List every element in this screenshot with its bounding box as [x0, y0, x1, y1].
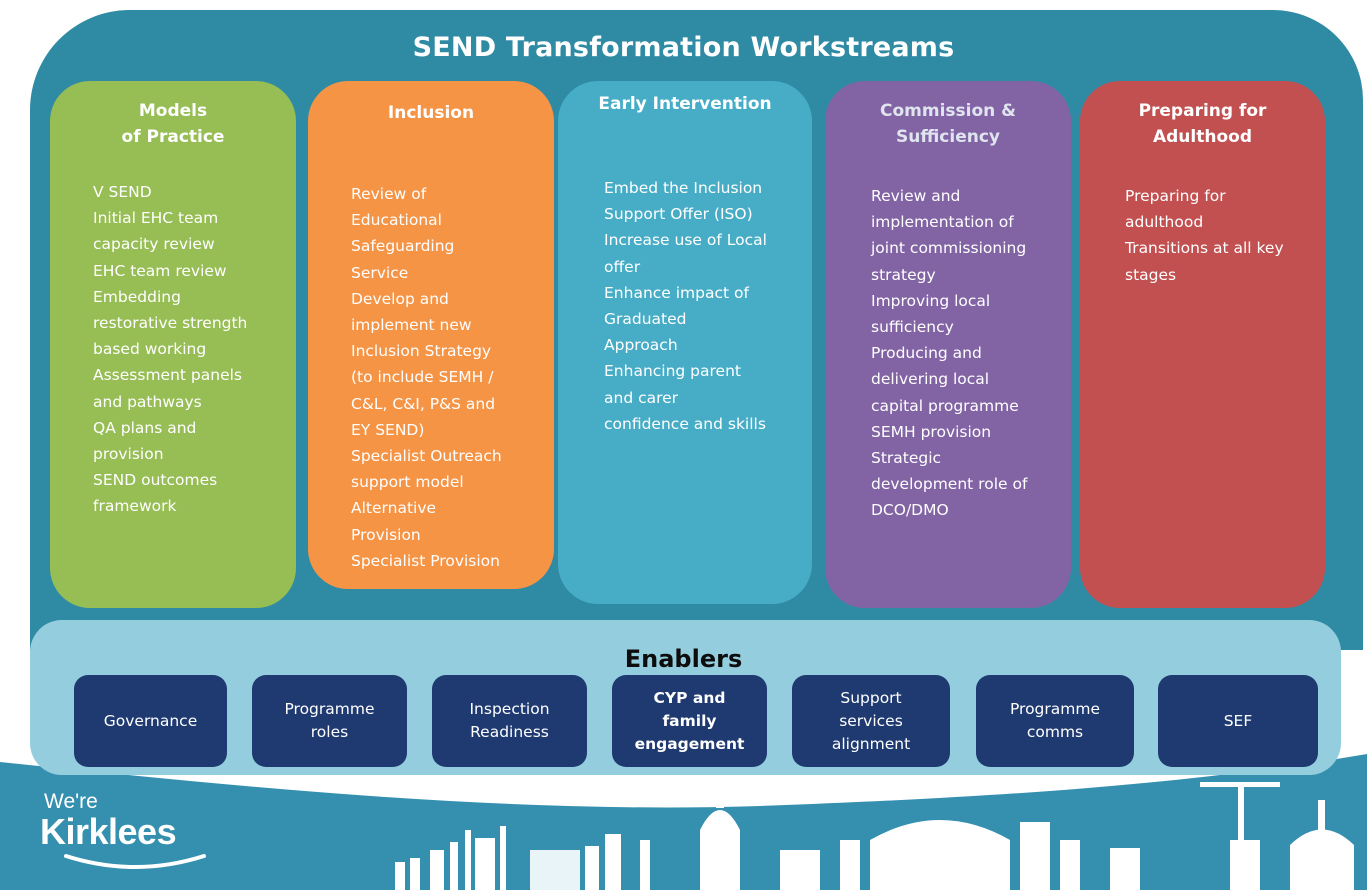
- page-title: SEND Transformation Workstreams: [412, 32, 955, 63]
- workstream-items: Review and implementation of joint commi…: [871, 187, 1028, 520]
- enabler-sef: SEF: [1158, 675, 1318, 767]
- workstream-items: Preparing for adulthood Transitions at a…: [1125, 187, 1284, 284]
- enabler-support-services-alignment: Support services alignment: [792, 675, 950, 767]
- workstream-title: Commission & Sufficiency: [880, 101, 1016, 147]
- logo-text-were: We're: [44, 790, 98, 813]
- enabler-inspection-readiness: Inspection Readiness: [432, 675, 587, 767]
- workstream-early-intervention: Early Intervention Embed the Inclusion S…: [558, 81, 812, 604]
- enabler-programme-comms: Programme comms: [976, 675, 1134, 767]
- logo-smile-icon: [64, 854, 206, 869]
- workstream-inclusion: Inclusion Review of Educational Safeguar…: [308, 81, 554, 589]
- workstream-title: Models of Practice: [121, 101, 225, 147]
- workstream-preparing-for-adulthood: Preparing for Adulthood Preparing for ad…: [1080, 81, 1325, 608]
- kirklees-logo: Kirklees: [40, 811, 177, 852]
- enabler-cyp-family-engagement: CYP and family engagement: [612, 675, 767, 767]
- workstream-title: Early Intervention: [598, 94, 772, 114]
- workstream-items: Review of Educational Safeguarding Servi…: [351, 185, 502, 570]
- workstream-commission-sufficiency: Commission & Sufficiency Review and impl…: [825, 81, 1071, 608]
- enabler-governance: Governance: [74, 675, 227, 767]
- workstream-models-of-practice: Models of Practice V SEND Initial EHC te…: [50, 81, 296, 608]
- workstream-items: Embed the Inclusion Support Offer (ISO) …: [604, 179, 767, 433]
- workstream-items: V SEND Initial EHC team capacity review …: [93, 183, 248, 516]
- workstream-title: Inclusion: [387, 103, 475, 123]
- enabler-programme-roles: Programme roles: [252, 675, 407, 767]
- skyline-banner: [0, 746, 1367, 890]
- workstream-title: Preparing for Adulthood: [1138, 101, 1267, 147]
- enablers-title: Enablers: [624, 645, 743, 673]
